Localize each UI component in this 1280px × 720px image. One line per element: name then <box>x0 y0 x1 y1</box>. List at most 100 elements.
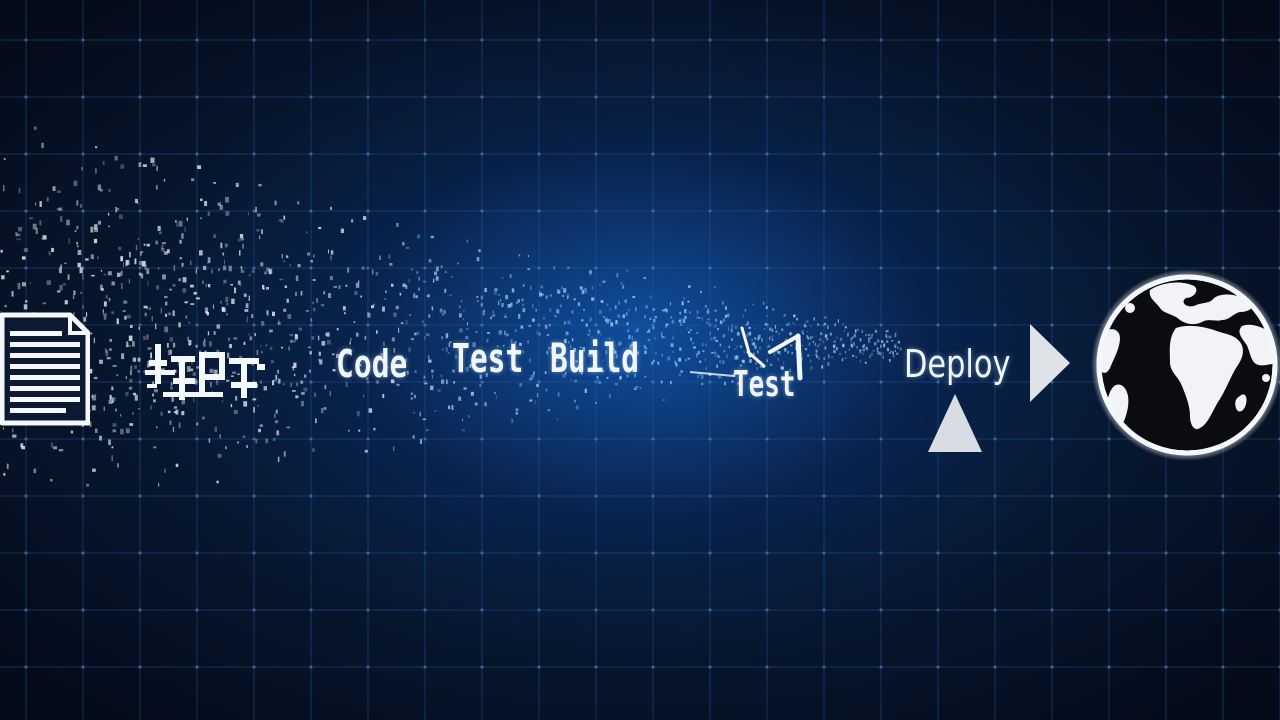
grid-node <box>537 551 541 555</box>
stream-particle <box>444 288 447 293</box>
stream-particle <box>274 413 276 418</box>
stream-particle <box>605 319 607 322</box>
stream-particle <box>518 254 521 257</box>
stream-particle <box>734 325 738 329</box>
stream-particle <box>173 265 176 271</box>
stream-particle <box>446 379 448 385</box>
stream-particle <box>801 357 803 361</box>
stream-particle <box>118 214 123 220</box>
stream-particle <box>235 395 238 401</box>
stream-particle <box>178 422 181 428</box>
stream-particle <box>710 337 713 341</box>
stream-particle <box>518 313 521 319</box>
stream-particle <box>749 359 752 363</box>
stream-particle <box>431 306 434 311</box>
stream-particle <box>252 398 257 401</box>
stream-particle <box>536 392 539 398</box>
stream-particle <box>484 287 487 293</box>
stream-particle <box>111 311 115 314</box>
stream-particle <box>661 353 663 357</box>
stream-particle <box>213 234 216 238</box>
stream-particle <box>94 224 98 230</box>
stream-particle <box>815 350 818 353</box>
stream-particle <box>412 435 415 439</box>
stream-particle <box>199 250 203 256</box>
stream-particle <box>688 331 691 334</box>
grid-node <box>81 152 85 156</box>
stream-particle <box>582 347 586 352</box>
stream-particle <box>318 358 321 362</box>
stream-particle <box>839 337 843 341</box>
stream-particle <box>754 337 757 340</box>
stream-particle <box>108 188 111 193</box>
stream-particle <box>741 360 745 363</box>
stream-particle <box>272 379 277 382</box>
stream-particle <box>184 226 186 233</box>
stream-particle <box>888 359 891 362</box>
stream-particle <box>160 411 163 416</box>
stream-particle <box>224 243 228 248</box>
stream-particle <box>153 389 158 393</box>
stream-particle <box>74 230 77 232</box>
stream-particle <box>173 411 177 413</box>
stream-particle <box>698 360 702 363</box>
stream-particle <box>618 300 620 305</box>
stream-particle <box>39 220 42 226</box>
stream-particle <box>312 279 316 281</box>
stream-particle <box>520 325 524 329</box>
stream-particle <box>651 361 654 365</box>
stream-particle <box>645 347 647 350</box>
stream-particle <box>519 342 522 346</box>
stream-particle <box>644 375 647 378</box>
stream-particle <box>632 355 635 359</box>
stream-particle <box>121 270 123 273</box>
stream-particle <box>882 352 884 356</box>
stream-particle <box>402 283 406 288</box>
stream-particle <box>225 196 229 203</box>
stream-particle <box>635 386 639 388</box>
stream-particle <box>430 235 434 239</box>
stream-particle <box>321 341 326 346</box>
stream-particle <box>813 317 815 321</box>
stream-particle <box>138 272 142 276</box>
stream-particle <box>109 339 112 342</box>
stream-particle <box>225 446 227 450</box>
stream-particle <box>616 273 619 278</box>
globe-icon <box>1091 269 1280 461</box>
stream-particle <box>440 374 443 378</box>
stream-particle <box>687 300 690 303</box>
stream-particle <box>237 238 242 242</box>
stream-particle <box>894 332 897 334</box>
stream-particle <box>847 332 849 336</box>
stream-particle <box>192 372 196 376</box>
stream-particle <box>705 343 707 347</box>
stream-particle <box>554 359 557 362</box>
stream-particle <box>475 361 478 364</box>
stream-particle <box>865 334 868 337</box>
stream-particle <box>758 334 761 339</box>
stream-particle <box>298 327 302 331</box>
stream-particle <box>41 142 44 149</box>
stream-particle <box>184 301 188 304</box>
stream-particle <box>150 157 155 163</box>
stream-particle <box>400 322 404 325</box>
stream-particle <box>51 442 53 448</box>
stream-particle <box>246 316 248 323</box>
stream-particle <box>714 309 717 312</box>
stream-particle <box>871 336 873 339</box>
stream-particle <box>398 327 400 333</box>
stream-particle <box>204 338 206 342</box>
grid-node <box>993 665 997 669</box>
stream-particle <box>492 366 494 371</box>
stream-particle <box>86 483 89 487</box>
stream-particle <box>594 367 598 370</box>
stream-particle <box>804 348 808 351</box>
stream-particle <box>129 251 131 258</box>
stream-particle <box>606 376 609 380</box>
stream-particle <box>325 333 327 336</box>
stream-particle <box>614 350 617 354</box>
stream-particle <box>347 352 350 355</box>
stream-particle <box>533 371 535 375</box>
grid-node <box>309 95 313 99</box>
stream-particle <box>842 343 845 348</box>
